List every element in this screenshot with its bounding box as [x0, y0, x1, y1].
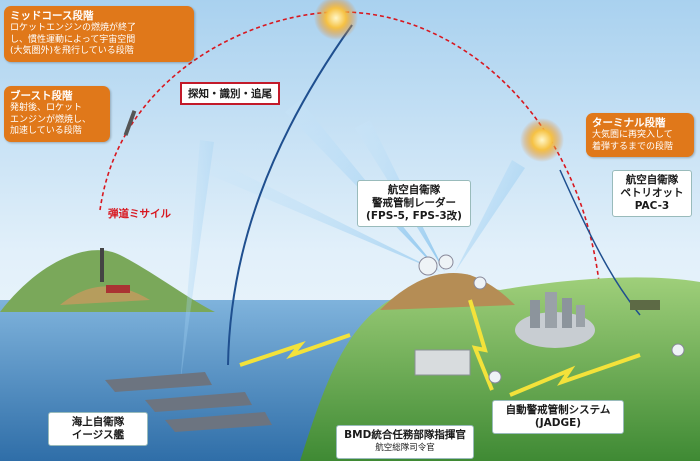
aegis-ship-icon [105, 372, 212, 392]
building-icon [530, 300, 540, 328]
radar-beam-4 [210, 160, 440, 272]
radar-label: 航空自衛隊 警戒管制レーダー (FPS-5, FPS-3改) [357, 180, 471, 227]
terminal-phase-desc: 大気圏に再突入して 着弾するまでの段階 [592, 130, 674, 152]
aegis-beam [180, 140, 214, 385]
bmd-commander-sub: 航空総隊司令官 [375, 443, 435, 453]
aegis-ship-icon-3 [165, 412, 272, 432]
building-icon-4 [576, 305, 585, 327]
terminal-phase-box: ターミナル段階 大気圏に再突入して 着弾するまでの段階 [586, 113, 694, 157]
radar-beam-3 [455, 160, 525, 272]
datalink-jadge [509, 353, 641, 397]
ballistic-missile-label: 弾道ミサイル [108, 208, 171, 220]
patriot-label: 航空自衛隊 ペトリオット PAC-3 [612, 170, 692, 217]
aegis-ship-icon-2 [145, 392, 252, 412]
terminal-intercept-blast [520, 118, 564, 162]
ballistic-missile-icon [123, 110, 137, 136]
radar-dome-icon-2 [438, 254, 454, 270]
dish-antenna-icon-2 [488, 370, 502, 384]
aegis-label: 海上自衛隊 イージス艦 [48, 412, 148, 446]
midcourse-phase-box: ミッドコース段階 ロケットエンジンの燃焼が終了 し、慣性運動によって宇宙空間 (… [4, 6, 194, 62]
radar-dome-icon [418, 256, 438, 276]
boost-phase-title: ブースト段階 [10, 90, 73, 102]
launcher-vehicle-icon [106, 285, 130, 293]
midcourse-phase-desc: ロケットエンジンの燃焼が終了 し、慣性運動によって宇宙空間 (大気圏外)を飛行し… [10, 23, 137, 56]
command-building-icon [414, 349, 471, 376]
dish-antenna-icon [473, 276, 487, 290]
terminal-phase-title: ターミナル段階 [592, 117, 666, 129]
detect-track-label: 探知・識別・追尾 [180, 82, 280, 105]
launch-mountain [0, 250, 215, 312]
dish-antenna-icon-3 [671, 343, 685, 357]
boost-phase-desc: 発射後、ロケット エンジンが燃焼し、 加速している段階 [10, 103, 92, 136]
building-icon-2 [545, 292, 557, 328]
bmd-commander-label: BMD統合任務部隊指揮官 航空総隊司令官 [336, 425, 474, 459]
launch-missile-icon [100, 248, 104, 282]
jadge-label: 自動警戒管制システム (JADGE) [492, 400, 624, 434]
building-icon-3 [562, 298, 572, 328]
midcourse-phase-title: ミッドコース段階 [10, 10, 94, 22]
sm3-trail [227, 24, 353, 366]
datalink-ship [239, 333, 351, 367]
bmd-commander-title: BMD統合任務部隊指揮官 [344, 429, 466, 441]
midcourse-intercept-blast [314, 0, 358, 40]
patriot-launcher-icon [630, 300, 660, 310]
datalink-radar [468, 299, 494, 391]
boost-phase-box: ブースト段階 発射後、ロケット エンジンが燃焼し、 加速している段階 [4, 86, 110, 142]
